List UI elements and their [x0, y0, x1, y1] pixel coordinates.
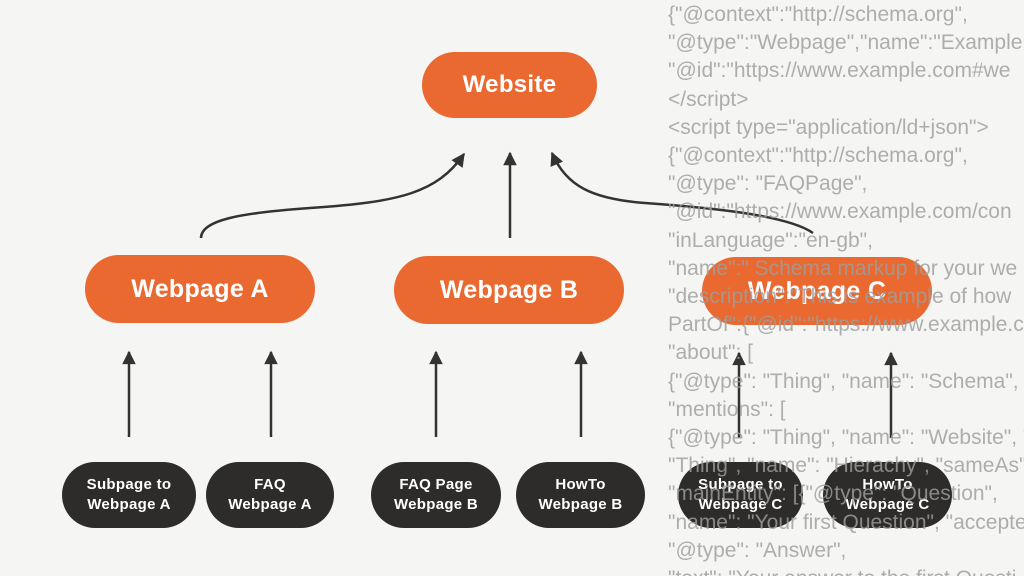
node-webpage-a-label: Webpage A	[131, 274, 269, 303]
node-label-line: HowTo	[555, 476, 606, 493]
arrow-webpage-a-to-website	[199, 152, 466, 239]
node-webpage-b: Webpage B	[394, 256, 624, 324]
node-label-line: Subpage to	[698, 476, 783, 493]
node-label-line: Webpage C	[845, 496, 930, 513]
node-subpage-to-webpage-c: Subpage to Webpage C	[678, 462, 803, 528]
node-label-line: Webpage B	[538, 496, 623, 513]
node-website-label: Website	[462, 71, 557, 98]
node-label-line: Webpage C	[698, 496, 783, 513]
node-label-line: FAQ Page	[399, 476, 473, 493]
node-website: Website	[422, 52, 597, 118]
node-label-line: FAQ	[254, 476, 286, 493]
node-faq-page-webpage-b: FAQ Page Webpage B	[371, 462, 501, 528]
node-label-line: Webpage A	[228, 496, 312, 513]
node-label-line: Webpage B	[393, 496, 479, 513]
node-label-line: Subpage to	[86, 476, 172, 493]
arrow-webpage-c-to-website	[550, 151, 814, 235]
node-webpage-c: Webpage C	[702, 257, 932, 325]
node-faq-webpage-a: FAQ Webpage A	[206, 462, 334, 528]
node-howto-webpage-c: HowTo Webpage C	[823, 462, 952, 528]
node-webpage-a: Webpage A	[85, 255, 315, 323]
node-subpage-to-webpage-a: Subpage to Webpage A	[62, 462, 196, 528]
node-webpage-c-label: Webpage C	[747, 276, 887, 305]
node-howto-webpage-b: HowTo Webpage B	[516, 462, 645, 528]
node-label-line: Webpage A	[87, 496, 171, 513]
node-webpage-b-label: Webpage B	[439, 275, 579, 304]
node-label-line: HowTo	[862, 476, 913, 493]
